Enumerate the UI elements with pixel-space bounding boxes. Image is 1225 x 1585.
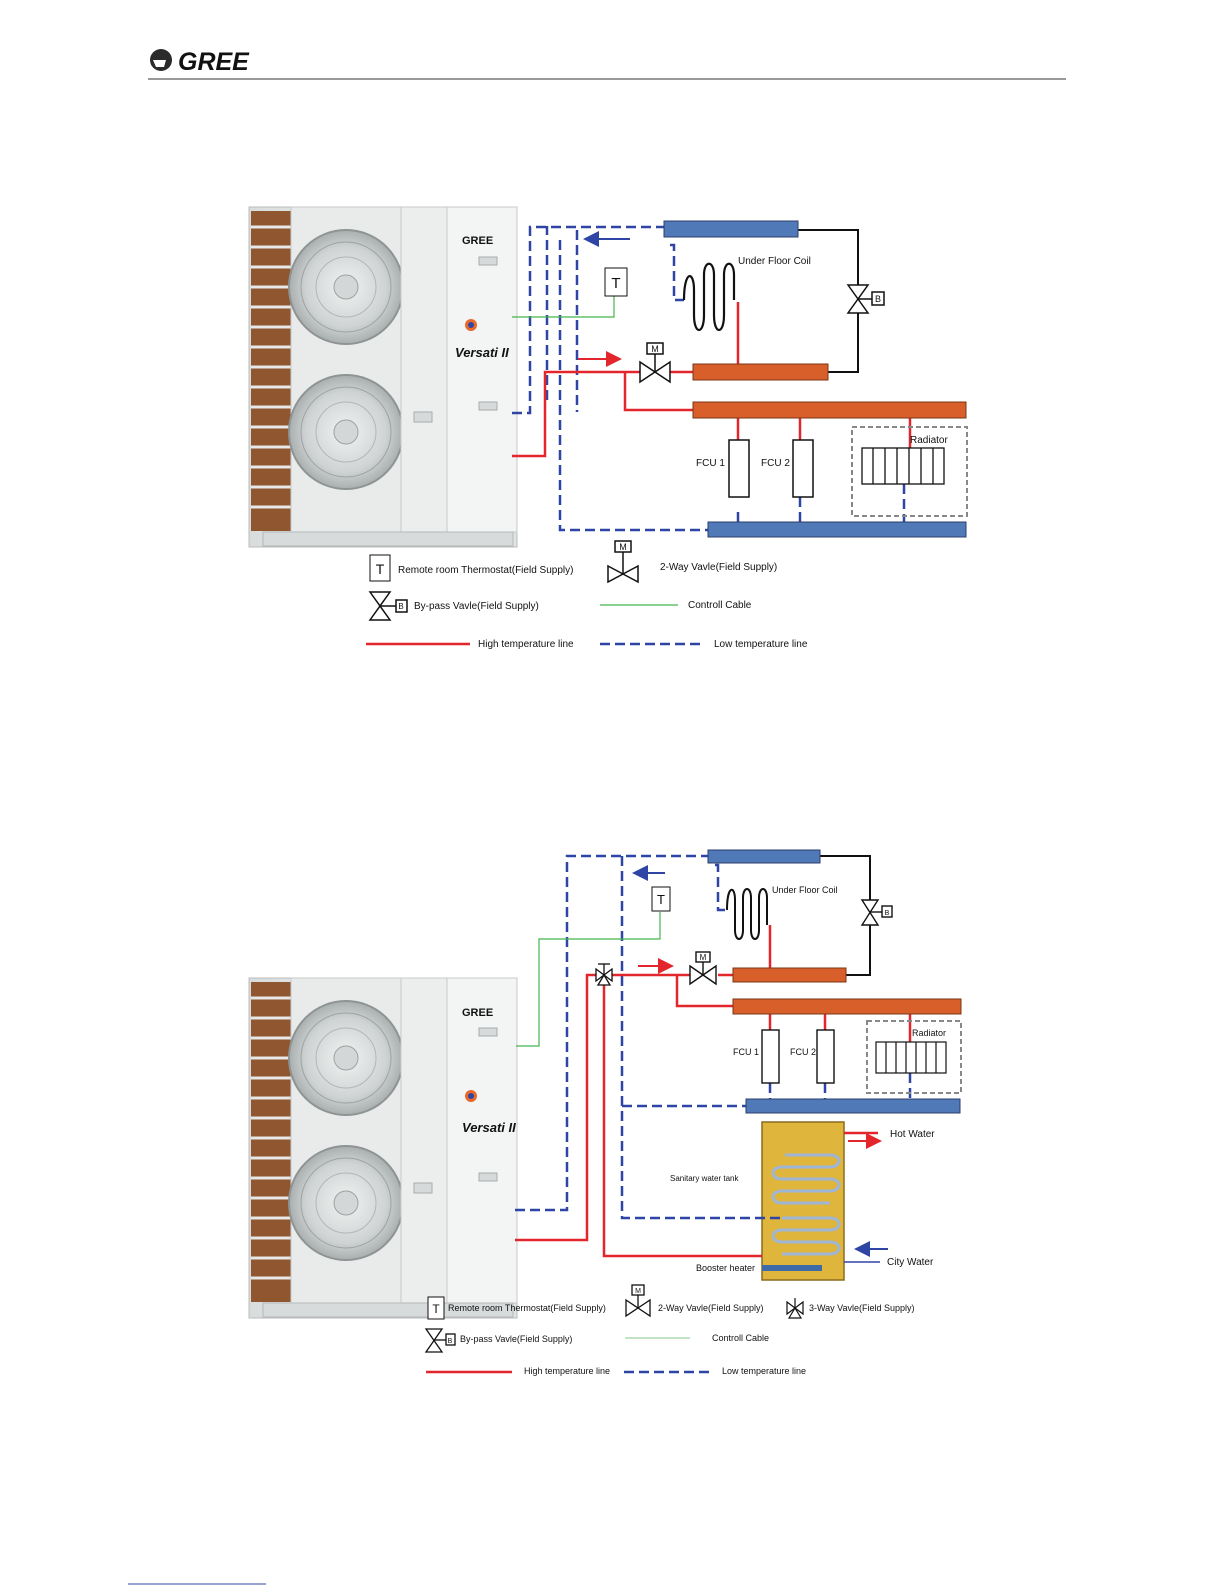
booster-heater-label: Booster heater: [696, 1263, 755, 1273]
legend2-control-cable: Controll Cable: [712, 1333, 769, 1343]
two-way-valve-icon: [639, 342, 671, 384]
tank-coil-lower: [771, 1216, 841, 1256]
tank-label: Sanitary water tank: [670, 1174, 739, 1183]
fcu-2-label: FCU 2: [761, 458, 790, 469]
bypass-pipe-2: [820, 855, 871, 976]
radiator-label-2: Radiator: [912, 1028, 946, 1038]
outdoor-unit-image-2: [247, 976, 519, 1320]
control-cable-2: [516, 912, 661, 1047]
fcu-2-box: [792, 439, 814, 498]
return-manifold-top: [663, 220, 799, 238]
legend-thermostat-symbol: T: [376, 561, 385, 577]
legend2-three-way: 3-Way Vavle(Field Supply): [809, 1303, 915, 1313]
hot-water-label: Hot Water: [890, 1129, 935, 1140]
thermostat-icon: [604, 267, 628, 297]
fcu-2-box-2: [816, 1029, 835, 1084]
legend2-low-line: Low temperature line: [722, 1366, 806, 1376]
fcu-1-box: [728, 439, 750, 498]
control-cable: [512, 296, 615, 318]
under-floor-coil-icon: [682, 262, 736, 332]
legend-2: T Remote room Thermostat(Field Supply) M…: [424, 1284, 915, 1376]
diagram-1: GREE Versati II: [247, 205, 968, 650]
radiator-label: Radiator: [910, 435, 948, 446]
unit-brand-label: GREE: [462, 235, 493, 247]
supply-manifold-main: [692, 401, 967, 419]
under-floor-coil-label-2: Under Floor Coil: [772, 885, 838, 895]
thermostat-icon-2: [651, 886, 671, 912]
legend-1: T Remote room Thermostat(Field Supply) M…: [366, 540, 808, 650]
low-temp-lines-2: [515, 854, 912, 1220]
fcu-1-box-2: [761, 1029, 780, 1084]
fcu-1-label-2: FCU 1: [733, 1047, 759, 1057]
supply-manifold-small: [692, 363, 829, 381]
outdoor-unit-image: [247, 205, 519, 549]
gree-logo: GREE: [150, 48, 250, 76]
legend-bypass: By-pass Vavle(Field Supply): [414, 601, 539, 612]
legend2-two-way: 2-Way Vavle(Field Supply): [658, 1303, 764, 1313]
legend-two-way: 2-Way Vavle(Field Supply): [660, 562, 777, 573]
three-way-valve-icon: [595, 963, 613, 986]
legend2-thermostat: Remote room Thermostat(Field Supply): [448, 1303, 606, 1313]
unit-model-label-2: Versati II: [462, 1120, 516, 1135]
return-manifold-top-2: [707, 849, 821, 864]
two-way-valve-label-2: M: [700, 953, 707, 962]
thermostat-symbol-2: T: [657, 892, 665, 907]
radiator-icon: [861, 447, 945, 485]
bypass-valve-icon-2: [860, 899, 893, 926]
supply-manifold-small-2: [732, 967, 847, 983]
bypass-valve-icon: [846, 284, 885, 314]
radiator-frame: [851, 426, 968, 517]
thermostat-symbol: T: [611, 275, 620, 292]
fcu-2-label-2: FCU 2: [790, 1047, 816, 1057]
header-brand: GREE: [178, 48, 250, 76]
legend-control-cable: Controll Cable: [688, 600, 752, 611]
radiator-icon-2: [875, 1041, 947, 1074]
diagram-2: GREE Versati II: [247, 849, 962, 1376]
unit-brand-label-2: GREE: [462, 1007, 493, 1019]
two-way-valve-icon-2: [689, 951, 717, 986]
city-water-label: City Water: [887, 1257, 934, 1268]
legend-low-line: Low temperature line: [714, 639, 808, 650]
tank-coil-upper: [771, 1153, 841, 1205]
under-floor-coil-icon-2: [726, 888, 768, 940]
two-way-valve-label: M: [651, 344, 659, 354]
legend-high-line: High temperature line: [478, 639, 574, 650]
legend-valve-m: M: [619, 542, 627, 552]
bypass-pipe: [798, 229, 859, 373]
booster-heater-bar: [762, 1265, 822, 1271]
supply-manifold-main-2: [732, 998, 962, 1015]
radiator-frame-2: [866, 1020, 962, 1094]
unit-model-label: Versati II: [455, 345, 509, 360]
legend2-valve-m: M: [635, 1288, 641, 1295]
fcu-1-label: FCU 1: [696, 458, 725, 469]
under-floor-coil-label: Under Floor Coil: [738, 256, 811, 267]
legend2-bypass: By-pass Vavle(Field Supply): [460, 1334, 572, 1344]
low-temp-lines: [512, 225, 906, 532]
legend-valve-b: B: [398, 602, 403, 611]
high-temp-lines: [512, 302, 912, 458]
bypass-valve-label-2: B: [885, 910, 890, 917]
return-manifold-bottom-2: [745, 1098, 961, 1114]
legend2-thermostat-symbol: T: [432, 1302, 440, 1316]
bypass-valve-label: B: [875, 294, 881, 304]
legend-thermostat: Remote room Thermostat(Field Supply): [398, 565, 573, 576]
legend2-valve-b: B: [448, 1338, 453, 1345]
return-manifold-bottom: [707, 521, 967, 538]
legend2-high-line: High temperature line: [524, 1366, 610, 1376]
